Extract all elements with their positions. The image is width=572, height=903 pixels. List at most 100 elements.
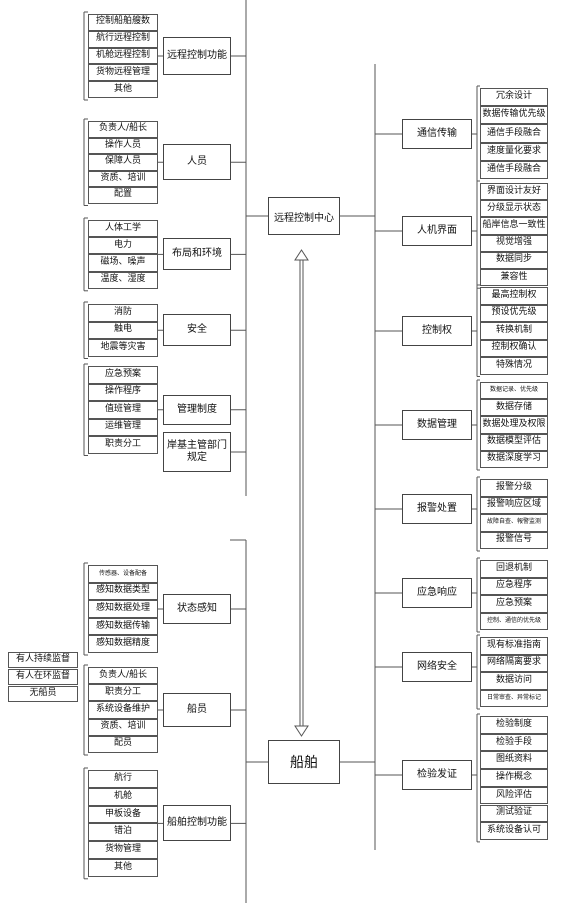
item-box: 最高控制权: [480, 287, 548, 305]
item-box: 感知数据类型: [88, 582, 158, 601]
item-box: 系统设备认可: [480, 822, 548, 840]
category-node: 管理制度: [163, 394, 231, 425]
item-box: 转换机制: [480, 322, 548, 340]
item-box: 电力: [88, 237, 158, 255]
item-box: 报警响应区域: [480, 496, 548, 514]
item-box: 日常审查、异常标记: [480, 689, 548, 707]
item-box: 预设优先级: [480, 304, 548, 322]
item-box: 运维管理: [88, 418, 158, 436]
item-box: 故障自查、報警监测: [480, 514, 548, 532]
item-box: 机舱: [88, 787, 158, 806]
item-box: 控制权确认: [480, 339, 548, 357]
item-box: 消防: [88, 304, 158, 322]
category-node: 网络安全: [402, 652, 472, 682]
item-box: 图纸资料: [480, 751, 548, 770]
item-box: 兼容性: [480, 269, 548, 287]
item-box: 值班管理: [88, 401, 158, 419]
item-box: 配置: [88, 187, 158, 204]
category-node: 船舶控制功能: [163, 805, 231, 842]
item-box: 温度、湿度: [88, 271, 158, 289]
item-box: 数据处理及权限: [480, 416, 548, 434]
item-box: 冗余设计: [480, 88, 548, 107]
item-box: 船岸信息一致性: [480, 217, 548, 235]
item-box: 特殊情况: [480, 357, 548, 375]
item-box: 回退机制: [480, 560, 548, 578]
arrow-head-up: [294, 249, 309, 261]
item-box: 数据记录、优先级: [480, 382, 548, 400]
item-box: 资质、培训: [88, 718, 158, 736]
category-node: 检验发证: [402, 760, 472, 790]
item-box: 检验手段: [480, 733, 548, 752]
item-box: 人体工学: [88, 220, 158, 238]
item-box: 操作概念: [480, 769, 548, 787]
item-box: 数据模型评估: [480, 433, 548, 451]
item-box: 数据传输优先级: [480, 106, 548, 125]
item-box: 控制、通信的优先级: [480, 612, 548, 630]
item-box: 速度量化要求: [480, 142, 548, 161]
category-node: 人员: [163, 144, 231, 181]
item-box: 操作程序: [88, 383, 158, 401]
item-box: 通信手段融合: [480, 160, 548, 179]
item-box: 数据访问: [480, 672, 548, 690]
crew-level-box: 有人在环监督: [8, 669, 78, 685]
item-box: 甲板设备: [88, 805, 158, 824]
item-box: 地震等灾害: [88, 339, 158, 357]
item-box: 职责分工: [88, 684, 158, 702]
category-node: 状态感知: [163, 594, 231, 624]
item-box: 检验制度: [480, 716, 548, 734]
category-node: 人机界面: [402, 216, 472, 246]
item-box: 操作人员: [88, 137, 158, 154]
item-box: 航行远程控制: [88, 30, 158, 48]
item-box: 职责分工: [88, 436, 158, 454]
item-box: 其他: [88, 81, 158, 98]
category-node: 船员: [163, 693, 231, 727]
item-box: 传感器、设备配备: [88, 565, 158, 583]
item-box: 报警分级: [480, 479, 548, 497]
item-box: 数据深度学习: [480, 450, 548, 468]
item-box: 应急预案: [480, 595, 548, 613]
item-box: 分级显示状态: [480, 200, 548, 218]
category-node: 岸基主管部门规定: [163, 432, 231, 472]
item-box: 负责人/船长: [88, 667, 158, 685]
category-node: 报警处置: [402, 494, 472, 524]
item-box: 感知数据处理: [88, 600, 158, 618]
item-box: 感知数据传输: [88, 617, 158, 636]
item-box: 航行: [88, 770, 158, 788]
item-box: 触电: [88, 321, 158, 339]
item-box: 其他: [88, 859, 158, 877]
item-box: 通信手段融合: [480, 124, 548, 143]
category-node: 布局和环境: [163, 238, 231, 271]
item-box: 应急程序: [480, 577, 548, 595]
item-box: 视觉增强: [480, 234, 548, 252]
category-node: 通信传输: [402, 119, 472, 149]
category-node: 远程控制功能: [163, 37, 231, 75]
item-box: 机舱远程控制: [88, 47, 158, 65]
item-box: 风险评估: [480, 786, 548, 805]
item-box: 错泊: [88, 823, 158, 842]
item-box: 磁场、噪声: [88, 254, 158, 272]
item-box: 网络隔离要求: [480, 654, 548, 672]
item-box: 系统设备维护: [88, 701, 158, 719]
item-box: 资质、培训: [88, 170, 158, 187]
item-box: 感知数据精度: [88, 635, 158, 653]
item-box: 应急预案: [88, 366, 158, 384]
item-box: 控制船舶艘数: [88, 14, 158, 31]
item-box: 负责人/船长: [88, 121, 158, 138]
item-box: 保障人员: [88, 154, 158, 171]
item-box: 测试验证: [480, 804, 548, 823]
category-node: 安全: [163, 314, 231, 347]
item-box: 数据存储: [480, 399, 548, 417]
item-box: 现有标准指南: [480, 637, 548, 655]
category-node: 应急响应: [402, 578, 472, 608]
category-node: 数据管理: [402, 410, 472, 440]
arrow-head-down: [294, 725, 309, 737]
remote-control-center-node: 远程控制中心: [268, 197, 340, 235]
category-node: 控制权: [402, 316, 472, 346]
item-box: 配员: [88, 735, 158, 753]
item-box: 数据同步: [480, 251, 548, 269]
crew-level-box: 无船员: [8, 686, 78, 702]
ship-node: 船舶: [268, 740, 340, 784]
crew-level-box: 有人持续监督: [8, 652, 78, 668]
item-box: 货物管理: [88, 841, 158, 859]
